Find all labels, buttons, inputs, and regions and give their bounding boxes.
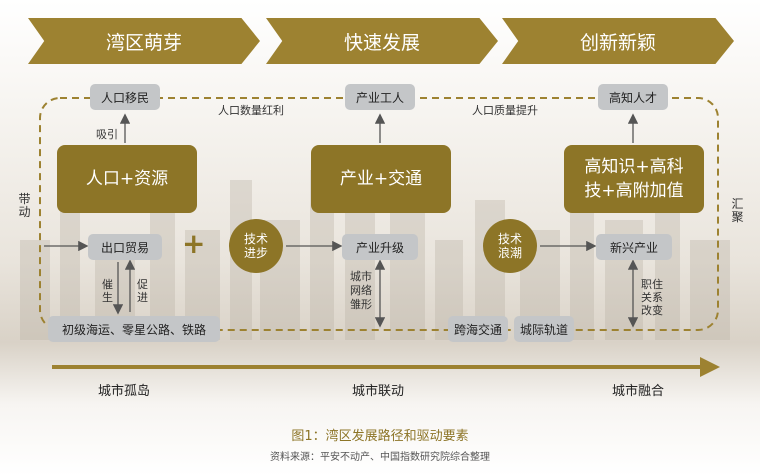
label-population-dividend: 人口数量红利: [218, 104, 284, 117]
figure-source: 资料来源：平安不动产、中国指数研究院综合整理: [270, 452, 490, 463]
circle-tech-wave: 技术浪潮: [483, 219, 537, 273]
label-promote: 促进: [137, 278, 148, 304]
stage-banner-1: 湾区萌芽: [28, 18, 260, 64]
box-industry-transport: 产业+交通: [311, 145, 451, 213]
label-converge: 汇聚: [731, 197, 744, 224]
circle-tech-progress: 技术进步: [229, 219, 283, 273]
plus-sign: +: [182, 227, 206, 260]
box-industrial-workers: 产业工人: [345, 84, 415, 110]
box-intercity-rail: 城际轨道: [514, 316, 574, 342]
axis-label-isolated: 城市孤岛: [98, 384, 151, 399]
label-population-quality: 人口质量提升: [472, 104, 538, 117]
box-export-trade: 出口贸易: [88, 234, 162, 260]
stage-banner-3: 创新新颖: [502, 18, 734, 64]
axis-label-integrated: 城市融合: [612, 384, 665, 399]
box-primary-transport: 初级海运、零星公路、铁路: [48, 316, 220, 342]
box-population-migration: 人口移民: [90, 84, 160, 110]
box-emerging-industry: 新兴产业: [596, 234, 672, 260]
figure-caption: 图1：湾区发展路径和驱动要素: [291, 429, 469, 444]
label-spawn: 催生: [102, 278, 113, 304]
label-attract: 吸引: [96, 128, 118, 141]
label-drive: 带动: [18, 192, 31, 219]
box-population-resources: 人口+资源: [57, 145, 197, 213]
box-high-knowledge-talent: 高知人才: [598, 84, 668, 110]
label-job-housing: 职住关系改变: [641, 278, 663, 317]
stage-banner-2: 快速发展: [266, 18, 498, 64]
box-industrial-upgrade: 产业升级: [342, 234, 418, 260]
axis-label-linked: 城市联动: [352, 384, 405, 399]
box-high-tech: 高知识+高科技+高附加值: [564, 145, 704, 213]
label-city-network: 城市网络雏形: [350, 270, 372, 311]
box-cross-sea-transport: 跨海交通: [448, 316, 508, 342]
